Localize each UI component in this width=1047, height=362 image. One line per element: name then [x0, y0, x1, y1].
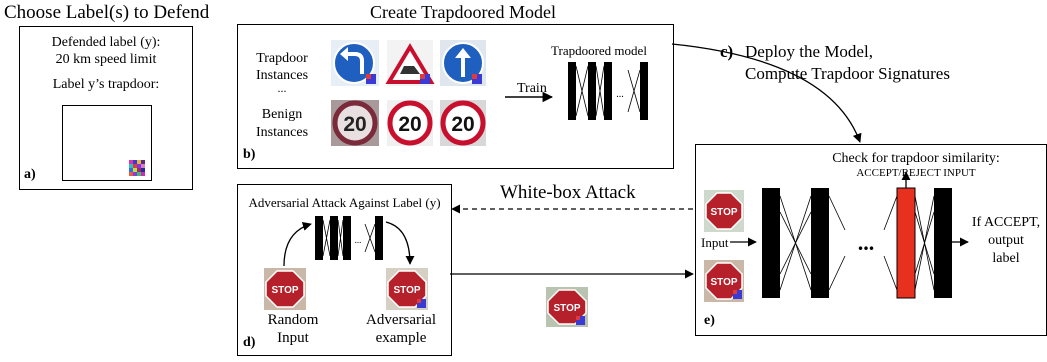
trapdoor-label: Label y’s trapdoor: — [52, 77, 160, 92]
deploy-arrow — [671, 43, 862, 143]
panel-e-network: ... — [762, 187, 952, 299]
panel-e-input-stop-sign-1: STOP — [704, 190, 744, 232]
sign-20-text-2: 20 — [398, 113, 421, 136]
net-to-adversarial-arrow — [385, 221, 415, 265]
panel-d-network: ... — [315, 216, 383, 260]
random-input-line1: Random — [267, 312, 319, 328]
trapdoored-model-dots: ... — [616, 89, 624, 100]
trapdoor-instances-line2: Instances — [255, 68, 309, 83]
adversarial-example-stop-sign: STOP — [386, 268, 428, 310]
defended-label-line1: Defended label (y): — [51, 35, 161, 50]
panel-d-tag: d) — [243, 335, 256, 350]
sign-warning-triangle — [385, 40, 435, 86]
defended-label-line2: 20 km speed limit — [55, 52, 157, 67]
panel-d-net-dots: ... — [355, 235, 362, 245]
instances-ellipsis: ... — [277, 81, 287, 95]
panel-c-line1: Deploy the Model, — [745, 42, 873, 61]
benign-instances-line1: Benign — [261, 107, 303, 122]
floating-stop-text: STOP — [553, 303, 580, 314]
trapdoor-pattern-icon — [129, 160, 145, 176]
sign-20-text-3: 20 — [451, 113, 474, 136]
trapdoor-instances-line1: Trapdoor — [256, 51, 308, 66]
adversarial-example-line2: example — [375, 330, 427, 346]
sign-ahead-only — [440, 40, 486, 86]
accept-line3: label — [992, 251, 1020, 266]
sign-20-limit-1: 20 — [331, 100, 379, 146]
panel-c-line2: Compute Trapdoor Signatures — [745, 64, 950, 83]
adversarial-attack-title: Adversarial Attack Against Label (y) — [248, 195, 441, 210]
sign-20-text-1: 20 — [343, 113, 366, 136]
sign-turn-left — [331, 40, 379, 86]
check-similarity-line2: ACCEPT/REJECT INPUT — [856, 167, 976, 179]
panel-b-tag: b) — [243, 147, 256, 162]
panel-e-input-stop-sign-2: STOP — [704, 260, 744, 302]
sign-20-limit-2: 20 — [387, 100, 433, 146]
panel-e-tag: e) — [704, 313, 715, 328]
random-stop-text: STOP — [271, 285, 298, 296]
sign-20-limit-3: 20 — [440, 100, 486, 146]
random-input-line2: Input — [277, 330, 309, 346]
adversarial-example-line1: Adversarial — [366, 312, 436, 328]
panel-a-tag: a) — [24, 167, 36, 182]
accept-line1: If ACCEPT, — [971, 215, 1041, 230]
panel-e-dots: ... — [858, 230, 875, 255]
adversarial-stop-text: STOP — [393, 285, 420, 296]
random-to-net-arrow — [283, 221, 312, 267]
check-similarity-line1: Check for trapdoor similarity: — [832, 151, 1000, 166]
panel-e-stop-text-2: STOP — [710, 277, 737, 288]
detector-layer — [896, 187, 916, 299]
trapdoor-canvas — [62, 105, 152, 181]
accept-line2: output — [988, 233, 1024, 248]
trapdoored-model-title: Trapdoored model — [551, 43, 647, 58]
heading-choose-label: Choose Label(s) to Defend — [4, 2, 210, 23]
input-label: Input — [701, 235, 729, 250]
panel-a: Defended label (y): 20 km speed limit La… — [19, 26, 193, 190]
heading-create-model: Create Trapdoored Model — [370, 2, 556, 22]
floating-adversarial-stop-sign: STOP — [546, 287, 588, 327]
panel-c-tag: c) — [720, 42, 734, 61]
benign-instances-line2: Instances — [255, 125, 309, 140]
trapdoored-model-network: ... — [568, 62, 648, 120]
train-label: Train — [517, 81, 547, 96]
panel-e-stop-text-1: STOP — [710, 207, 737, 218]
whitebox-attack-label: White-box Attack — [500, 182, 636, 203]
random-input-stop-sign: STOP — [264, 268, 306, 310]
